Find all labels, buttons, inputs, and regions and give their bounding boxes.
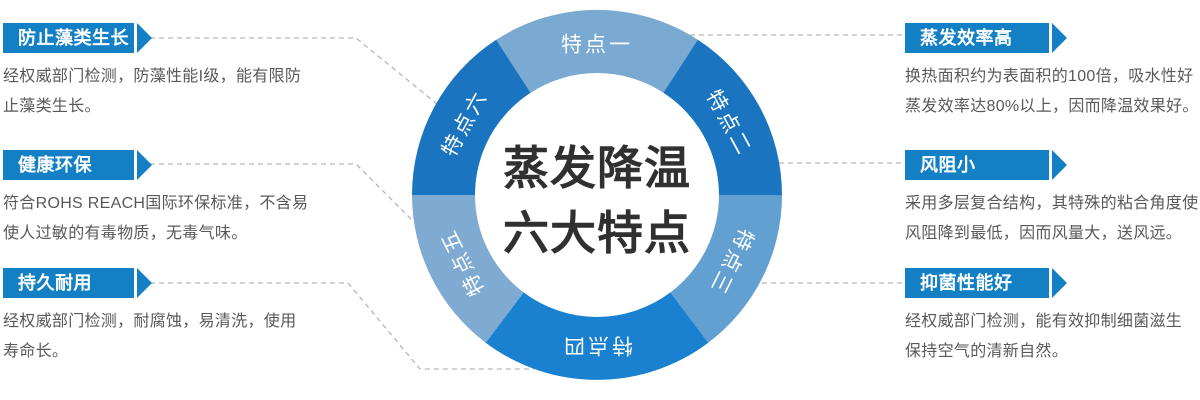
donut-segment-3	[670, 195, 782, 343]
callout-badge: 风阻小	[905, 150, 1067, 180]
callout-badge: 防止藻类生长	[3, 23, 152, 53]
segment-label-4: 特点四	[561, 334, 633, 357]
arrow-right-icon	[1052, 23, 1067, 53]
arrow-right-icon	[137, 268, 152, 298]
callout-durable: 持久耐用 经权威部门检测，耐腐蚀，易清洗，使用 寿命长。	[3, 268, 383, 367]
callout-body: 换热面积约为表面积的100倍，吸水性好 蒸发效率达80%以上，因而降温效果好。	[905, 68, 1199, 115]
callout-title: 持久耐用	[18, 273, 92, 293]
connector-dashed-line	[150, 282, 534, 370]
donut-segment-5	[412, 195, 524, 343]
donut-segment-6	[411, 39, 531, 195]
arrow-right-icon	[137, 150, 152, 180]
arrow-right-icon	[1052, 150, 1067, 180]
donut-segment-2	[663, 39, 782, 195]
callout-badge: 持久耐用	[3, 268, 152, 298]
donut-segment-1	[496, 9, 698, 93]
callout-title: 风阻小	[920, 155, 976, 175]
callout-body: 经权威部门检测，能有效抑制细菌滋生 保持空气的清新自然。	[905, 313, 1183, 360]
callout-title: 抑菌性能好	[920, 273, 1013, 293]
callout-low-wind-resistance: 风阻小 采用多层复合结构，其特殊的粘合角度使 风阻降到最低，因而风量大，送风远。	[905, 150, 1200, 249]
callout-antibacterial: 抑菌性能好 经权威部门检测，能有效抑制细菌滋生 保持空气的清新自然。	[905, 268, 1200, 367]
callout-body: 经权威部门检测，耐腐蚀，易清洗，使用 寿命长。	[3, 313, 297, 360]
segment-label-1: 特点一	[561, 34, 633, 57]
callout-evaporation-efficiency: 蒸发效率高 换热面积约为表面积的100倍，吸水性好 蒸发效率达80%以上，因而降…	[905, 23, 1200, 122]
callout-healthy-eco: 健康环保 符合ROHS REACH国际环保标准，不含易 使人过敏的有毒物质，无毒…	[3, 150, 383, 249]
donut-segment-4	[485, 292, 709, 380]
arrow-right-icon	[137, 23, 152, 53]
callout-badge: 抑菌性能好	[905, 268, 1067, 298]
callout-title: 健康环保	[18, 155, 92, 175]
callout-title: 防止藻类生长	[18, 28, 129, 48]
callout-body: 采用多层复合结构，其特殊的粘合角度使 风阻降到最低，因而风量大，送风远。	[905, 195, 1199, 242]
center-title: 蒸发降温 六大特点	[430, 136, 764, 266]
center-title-line1: 蒸发降温	[503, 142, 691, 194]
arrow-right-icon	[1052, 268, 1067, 298]
center-title-line2: 六大特点	[503, 207, 691, 259]
callout-title: 蒸发效率高	[920, 28, 1013, 48]
callout-anti-algae: 防止藻类生长 经权威部门检测，防藻性能I级，能有限防 止藻类生长。	[3, 23, 383, 122]
callout-body: 符合ROHS REACH国际环保标准，不含易 使人过敏的有毒物质，无毒气味。	[3, 195, 309, 242]
callout-badge: 蒸发效率高	[905, 23, 1067, 53]
callout-badge: 健康环保	[3, 150, 152, 180]
callout-body: 经权威部门检测，防藻性能I级，能有限防 止藻类生长。	[3, 68, 302, 115]
